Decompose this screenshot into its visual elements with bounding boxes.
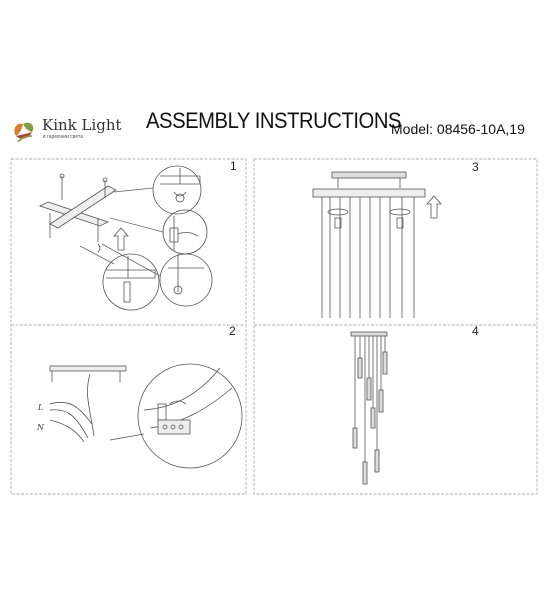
brand-logo: [14, 122, 34, 143]
bulb-details: [327, 208, 411, 229]
step-3-illustration: [312, 171, 442, 318]
detail-circle-left: [102, 253, 160, 311]
model-number: Model: 08456-10A,19: [391, 121, 525, 137]
wiring-detail-circle: [109, 363, 243, 469]
cross-bracket: [38, 173, 117, 253]
step-4-illustration: [350, 331, 388, 485]
arrow-up-icon: [426, 195, 442, 219]
step-number-2: 2: [229, 324, 236, 338]
ceiling-plate: [49, 365, 127, 382]
detail-circle-top: [152, 165, 202, 215]
brand-tagline: в гармонии света: [43, 134, 84, 140]
pendant-rods: [321, 197, 415, 318]
neutral-wire-label: N: [37, 423, 44, 432]
canopy: [312, 171, 426, 198]
step-2-illustration: [49, 363, 243, 469]
step-number-4: 4: [472, 324, 479, 338]
live-wire-label: L: [38, 403, 44, 412]
step-number-1: 1: [230, 159, 237, 173]
supply-wires: [49, 373, 95, 443]
step-1-illustration: [38, 165, 213, 311]
arrow-up-icon: [113, 227, 129, 251]
hanging-lamps: [352, 336, 388, 485]
instructions-panel: [10, 158, 538, 495]
detail-circle-middle: [162, 209, 208, 255]
page-title: ASSEMBLY INSTRUCTIONS: [146, 108, 402, 133]
assembled-canopy: [350, 331, 388, 337]
detail-circle-bottom: [159, 253, 213, 307]
step-number-3: 3: [472, 160, 479, 174]
leader-lines: [79, 187, 164, 277]
brand-name: Kink Light: [42, 116, 122, 134]
panel-borders: [10, 158, 538, 495]
logo-mark: [14, 122, 34, 143]
